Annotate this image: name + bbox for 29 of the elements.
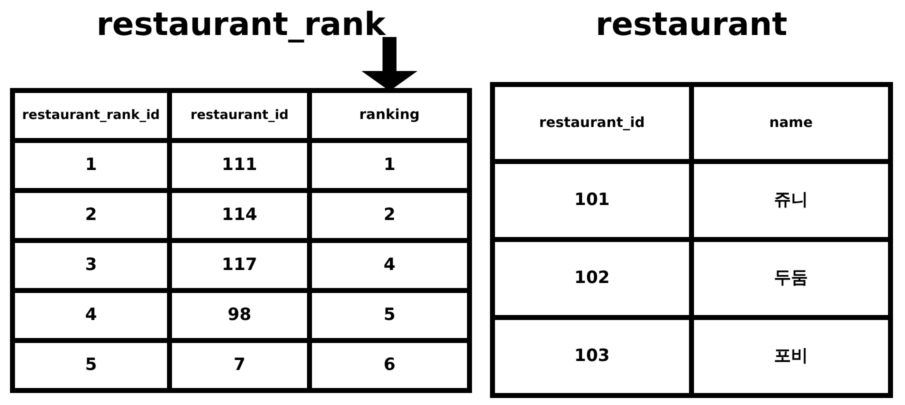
header-cell: name — [694, 87, 888, 159]
table-cell: 쥬니 — [694, 164, 888, 237]
table-cell: 1 — [15, 143, 167, 188]
table-title: restaurant — [596, 4, 788, 44]
table-cell: 4 — [312, 243, 467, 288]
table-cell: 114 — [172, 193, 307, 238]
table-cell: 111 — [172, 143, 307, 188]
arrow — [362, 37, 418, 91]
table-cell: 98 — [172, 293, 307, 338]
table-cell: 5 — [15, 343, 167, 388]
table-cell: 2 — [312, 193, 467, 238]
header-cell: restaurant_id — [495, 87, 689, 159]
table-cell: 103 — [495, 320, 689, 393]
table-title: restaurant_rank — [96, 4, 386, 44]
table-cell: 6 — [312, 343, 467, 388]
header-cell: ranking — [312, 93, 467, 138]
table-cell: 포비 — [694, 320, 888, 393]
header-cell: restaurant_id — [172, 93, 307, 138]
table-cell: 두둠 — [694, 242, 888, 315]
table-cell: 117 — [172, 243, 307, 288]
header-cell: restaurant_rank_id — [15, 93, 167, 138]
table-cell: 5 — [312, 293, 467, 338]
table-cell: 7 — [172, 343, 307, 388]
table-cell: 101 — [495, 164, 689, 237]
table-cell: 3 — [15, 243, 167, 288]
table-cell: 1 — [312, 143, 467, 188]
table-cell: 4 — [15, 293, 167, 338]
table-cell: 2 — [15, 193, 167, 238]
table-cell: 102 — [495, 242, 689, 315]
